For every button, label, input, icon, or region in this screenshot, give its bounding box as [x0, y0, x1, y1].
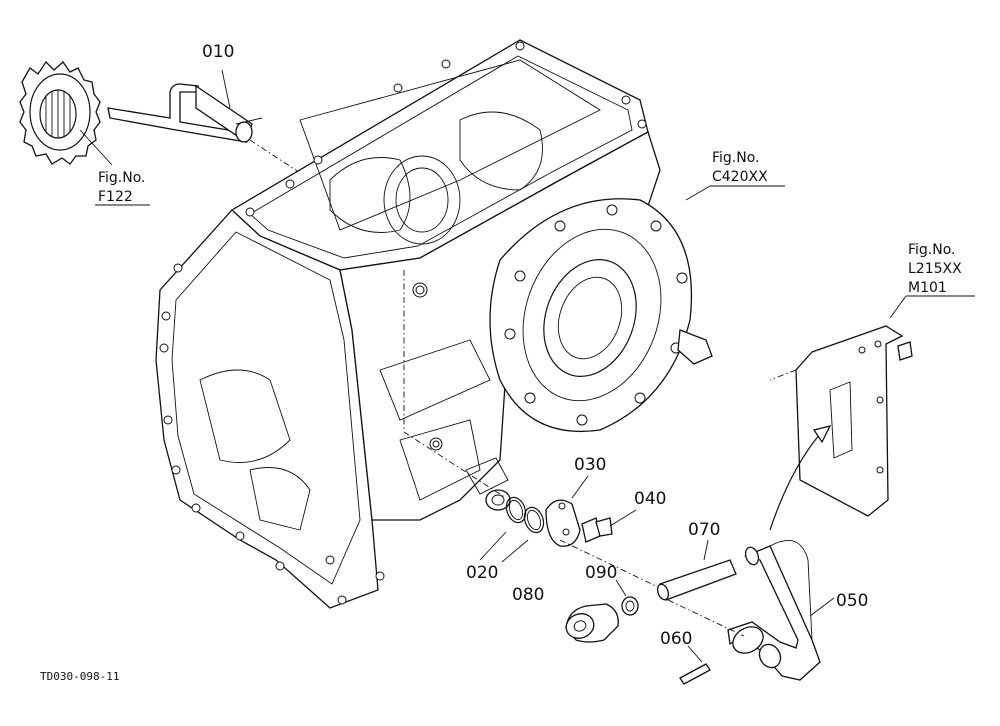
ref-l215-line3: M101	[908, 280, 947, 296]
drawing-code: TD030-098-11	[40, 670, 119, 683]
label-020: 020	[466, 563, 498, 583]
label-050: 050	[836, 591, 868, 611]
label-090: 090	[585, 563, 617, 583]
label-070: 070	[688, 520, 720, 540]
ref-f122-line1: Fig.No.	[98, 170, 146, 186]
bracket-l215-drawing	[769, 295, 975, 531]
ref-l215-line1: Fig.No.	[908, 242, 956, 258]
label-060: 060	[660, 629, 692, 649]
label-080: 080	[512, 585, 544, 605]
ref-c420-line2: C420XX	[712, 169, 768, 185]
lever-assembly-drawing	[559, 539, 835, 685]
small-parts-drawing	[403, 270, 637, 563]
label-010: 010	[202, 42, 234, 62]
ref-l215-line2: L215XX	[908, 261, 962, 277]
shift-shaft-010-drawing	[107, 69, 321, 187]
label-030: 030	[574, 455, 606, 475]
flange-c420-drawing	[489, 185, 785, 433]
label-040: 040	[634, 489, 666, 509]
gear-drawing	[19, 60, 150, 206]
ref-f122-line2: F122	[98, 189, 133, 205]
ref-c420-line1: Fig.No.	[712, 150, 760, 166]
